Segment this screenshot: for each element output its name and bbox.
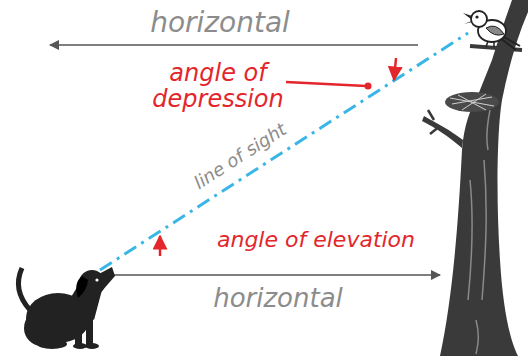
pointer-arrow xyxy=(159,236,162,256)
horizontal-arrow xyxy=(112,274,440,276)
horizontal-arrow xyxy=(50,44,418,46)
horizontal-label: horizontal xyxy=(213,284,343,313)
pointer-arrow xyxy=(394,58,396,80)
angle-label: angle of depression xyxy=(130,60,306,113)
dog xyxy=(18,267,115,349)
pointer-dot xyxy=(365,83,372,90)
pointer-line xyxy=(286,82,366,86)
bird xyxy=(463,11,520,50)
angle-label: angle of elevation xyxy=(217,228,415,252)
tree xyxy=(422,0,528,356)
horizontal-label: horizontal xyxy=(150,8,290,39)
line-of-sight xyxy=(100,33,468,270)
